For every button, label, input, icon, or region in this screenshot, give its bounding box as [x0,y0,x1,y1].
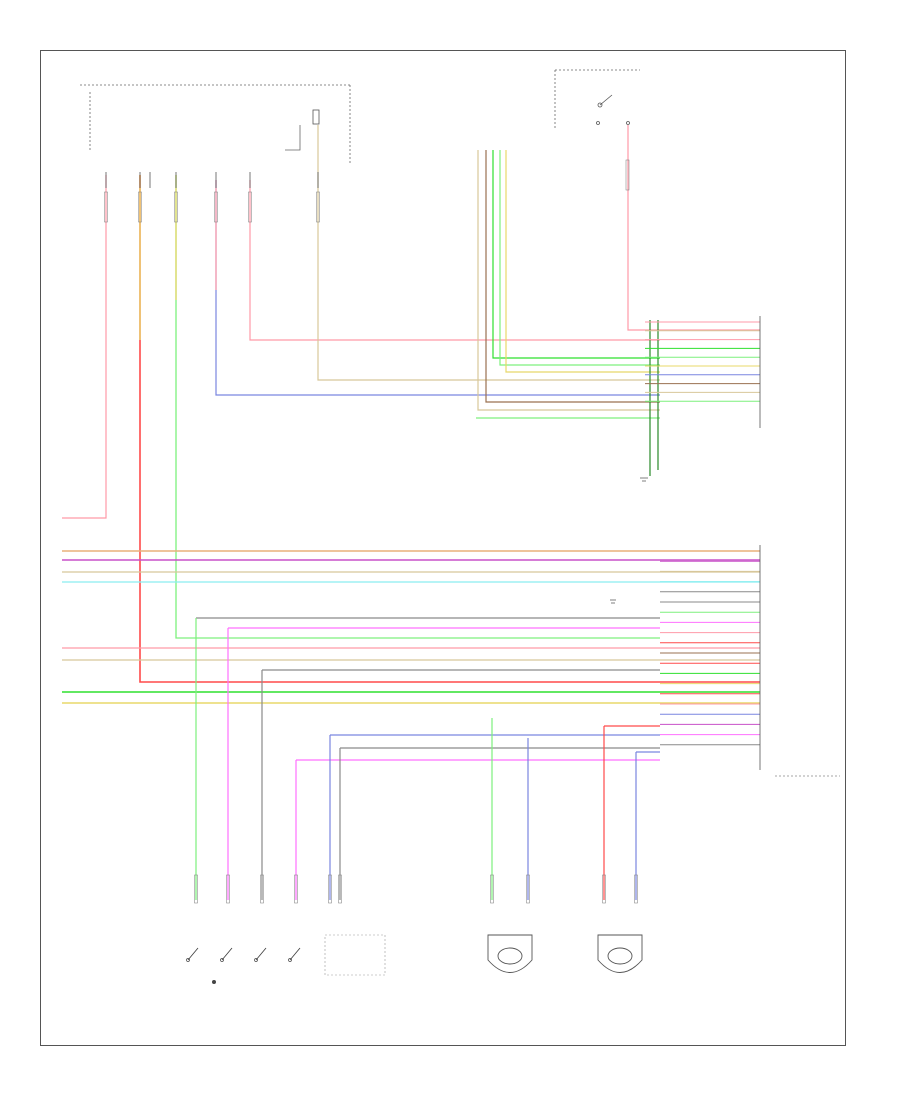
fuse-icon [312,109,320,125]
right-speed-sensor-icon-coil [607,947,633,965]
switch-contact-icon [288,958,292,962]
ignition-contact-icon [596,121,600,125]
wire-brown-1 [485,150,660,403]
wire-tan-1 [317,125,660,381]
wire-pink-ign [627,125,760,331]
ground-icon [610,599,616,604]
wire-yellow-3 [505,150,660,373]
left-speed-sensor-icon-coil [497,947,523,965]
ignition-switch-icon [597,102,603,108]
wire-green-left [175,175,660,639]
wire-tag [490,874,494,904]
wire-lgreen-2 [499,150,660,366]
switch-icon [255,947,267,961]
diagram-border [40,50,846,1046]
junction-box-outline [285,125,301,151]
ignition-switch-icon [599,94,613,106]
wire-tag [328,874,332,904]
wire-tag [174,191,178,223]
switch-icon [221,947,233,961]
switch-contact-icon [220,958,224,962]
switch-icon [289,947,301,961]
wire-tag [248,191,252,223]
wire-tag [104,191,108,223]
component-group [80,69,840,984]
wire-blue-1 [215,180,660,396]
switch-contact-icon [254,958,258,962]
wire-tag [526,874,530,904]
wire-tag [634,874,638,904]
wire-group [62,125,760,900]
wire-tag [214,191,218,223]
ground-icon [640,477,648,482]
right-speed-sensor-icon [597,934,643,973]
wire-tag [226,874,230,904]
wire-tag [138,191,142,223]
wire-red-main [139,175,760,683]
wire-green-2 [492,150,660,359]
switch-contact-icon [186,958,190,962]
switch-icon [187,947,199,961]
wire-tag [294,874,298,904]
left-speed-sensor-icon [487,934,533,973]
wire-tag [338,874,342,904]
wire-tag [260,874,264,904]
ignition-contact-icon [626,121,630,125]
wire-tag [602,874,606,904]
wire-pink-3 [249,180,660,341]
wire-tag [316,191,320,223]
wire-tag [625,159,630,191]
sensor-housing-outline [324,934,386,976]
wire-pink-left [62,175,107,519]
wire-tan-2 [477,150,660,411]
ground-point-icon [212,980,216,984]
wire-tag [194,874,198,904]
